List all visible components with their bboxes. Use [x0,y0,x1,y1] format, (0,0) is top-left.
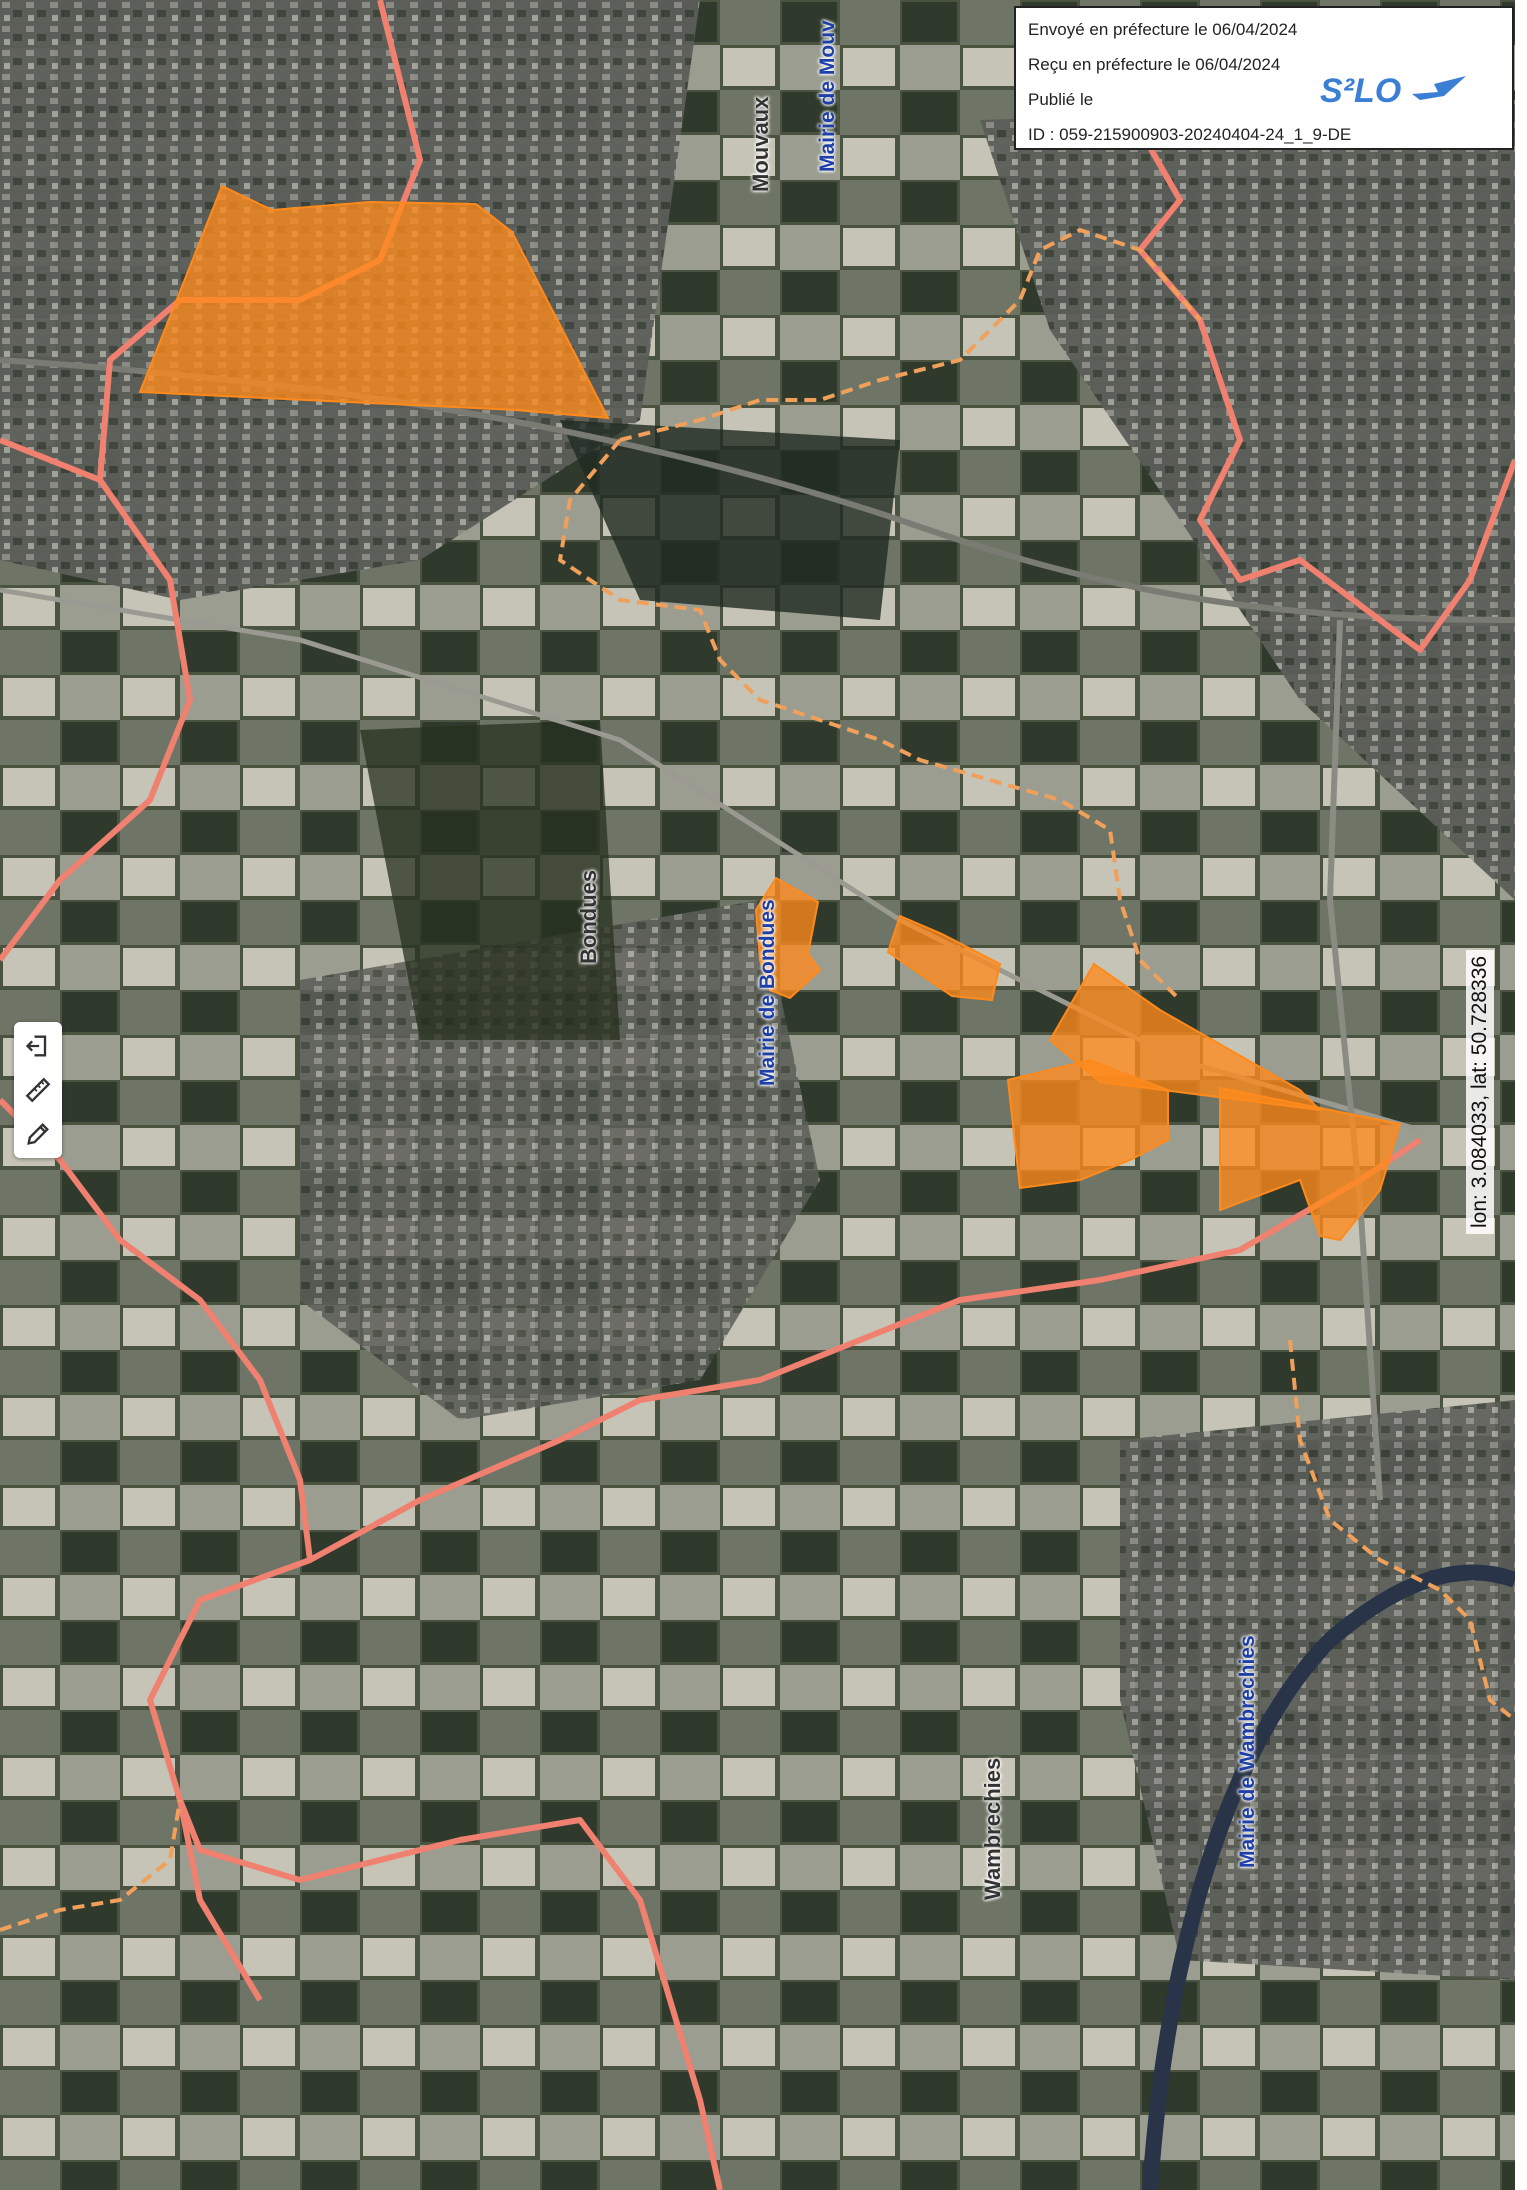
town-label-bondues: Bondues [576,869,601,964]
zone-3 [886,914,1002,1002]
zone-1 [138,184,610,420]
woodland [360,720,620,1040]
exit-icon[interactable] [20,1028,56,1064]
prefecture-stamp: Envoyé en préfecture le 06/04/2024 Reçu … [1014,6,1514,150]
stamp-published: Publié le [1028,90,1094,109]
slo-logo-text: S²LO [1320,72,1401,110]
epci-boundary [0,227,1515,1932]
coordinates-readout: lon: 3.084033, lat: 50.728336 [1466,949,1494,1234]
zone-5 [1006,1058,1169,1190]
urban-area-wambrechies [1120,1400,1515,1980]
zone-6 [1219,1086,1402,1242]
ruler-icon[interactable] [20,1072,56,1108]
stamp-sent-date: Envoyé en préfecture le 06/04/2024 [1028,20,1298,39]
orange-zones [138,184,1402,1242]
stamp-id: ID : 059-215900903-20240404-24_1_9-DE [1028,125,1352,144]
town-label-wambrechies: Wambrechies [980,1757,1005,1900]
mairie-label-bondues: Mairie de Bondues [756,899,779,1086]
pencil-icon[interactable] [20,1116,56,1152]
mairie-label-mouvaux: Mairie de Mouv [816,20,839,172]
zone-2 [754,876,822,1000]
stamp-received-date: Reçu en préfecture le 06/04/2024 [1028,55,1281,74]
mairie-label-wambrechies: Mairie de Wambrechies [1236,1635,1259,1868]
woodland [560,420,900,620]
town-label-mouvaux: Mouvaux [748,96,773,192]
motorway [1326,619,1383,1501]
map-toolbar [14,1022,62,1158]
canal [1142,1564,1515,2190]
urban-area-east [980,100,1515,900]
slo-logo: S²LO [1320,72,1466,110]
